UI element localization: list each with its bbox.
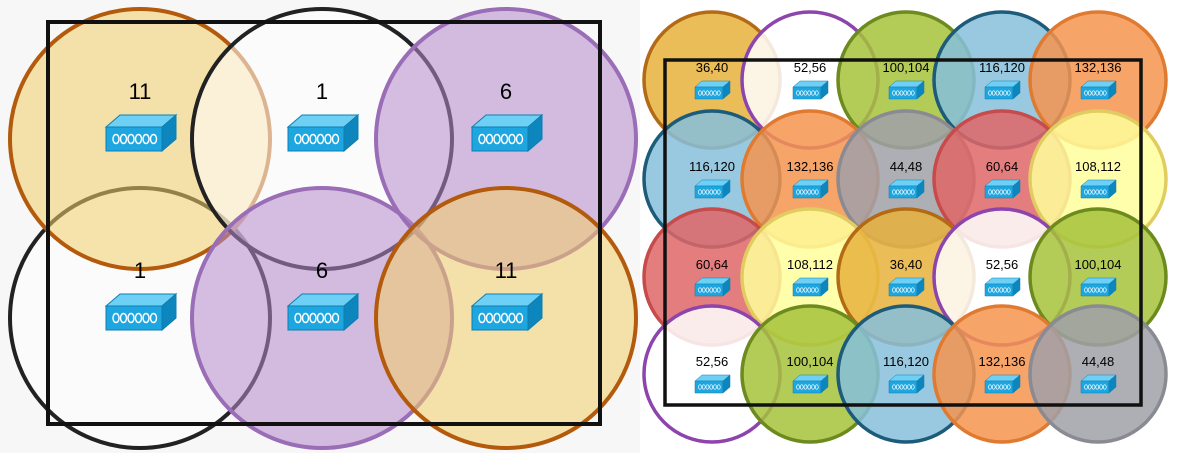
access-point-icon: [104, 113, 178, 153]
channel-label: 100,104: [883, 60, 930, 75]
access-point-icon: [792, 277, 829, 297]
access-point-icon: [792, 80, 829, 100]
channel-label: 100,104: [787, 354, 834, 369]
channel-label: 11: [495, 258, 518, 283]
channel-label: 36,40: [696, 60, 729, 75]
channel-label: 52,56: [794, 60, 827, 75]
coverage-cell: [1028, 304, 1168, 444]
access-point-icon: [1080, 179, 1117, 199]
access-point-icon: [984, 179, 1021, 199]
channel-label: 44,48: [1082, 354, 1115, 369]
right-panel-5ghz-channel-plan: 36,40 52,56 100,104 116,120 132,136 116,120 13…: [640, 0, 1182, 453]
access-point-icon: [694, 80, 731, 100]
channel-label: 100,104: [1075, 257, 1122, 272]
channel-label: 116,120: [979, 60, 1025, 75]
channel-label: 52,56: [696, 354, 729, 369]
access-point-icon: [470, 113, 544, 153]
channel-label: 36,40: [890, 257, 923, 272]
channel-label: 116,120: [883, 354, 929, 369]
access-point-icon: [792, 179, 829, 199]
coverage-area-boundary: [46, 20, 602, 426]
channel-label: 52,56: [986, 257, 1019, 272]
access-point-icon: [984, 80, 1021, 100]
access-point-icon: [104, 292, 178, 332]
channel-label: 44,48: [890, 159, 923, 174]
access-point-icon: [470, 292, 544, 332]
access-point-icon: [694, 374, 731, 394]
access-point-icon: [984, 277, 1021, 297]
access-point-icon: [1080, 80, 1117, 100]
access-point-icon: [694, 179, 731, 199]
channel-label: 1: [134, 258, 146, 283]
channel-label: 108,112: [787, 257, 833, 272]
channel-label: 6: [316, 258, 328, 283]
channel-label: 132,136: [1075, 60, 1122, 75]
access-point-icon: [792, 374, 829, 394]
access-point-icon: [888, 277, 925, 297]
access-point-icon: [984, 374, 1021, 394]
channel-label: 60,64: [986, 159, 1019, 174]
access-point-icon: [1080, 277, 1117, 297]
channel-label: 108,112: [1075, 159, 1121, 174]
channel-label: 132,136: [979, 354, 1026, 369]
right-coverage-diagram: 36,40 52,56 100,104 116,120 132,136 116,120 13…: [642, 10, 1168, 444]
access-point-icon: [286, 292, 360, 332]
access-point-icon: [888, 179, 925, 199]
channel-label: 132,136: [787, 159, 834, 174]
channel-label: 1: [316, 79, 328, 104]
channel-label: 11: [129, 79, 152, 104]
channel-label: 116,120: [689, 159, 735, 174]
access-point-icon: [888, 374, 925, 394]
access-point-icon: [1080, 374, 1117, 394]
channel-label: 60,64: [696, 257, 729, 272]
coverage-area-boundary: [663, 58, 1143, 407]
channel-label: 6: [500, 79, 512, 104]
access-point-icon: [286, 113, 360, 153]
access-point-icon: [694, 277, 731, 297]
access-point-icon: [888, 80, 925, 100]
